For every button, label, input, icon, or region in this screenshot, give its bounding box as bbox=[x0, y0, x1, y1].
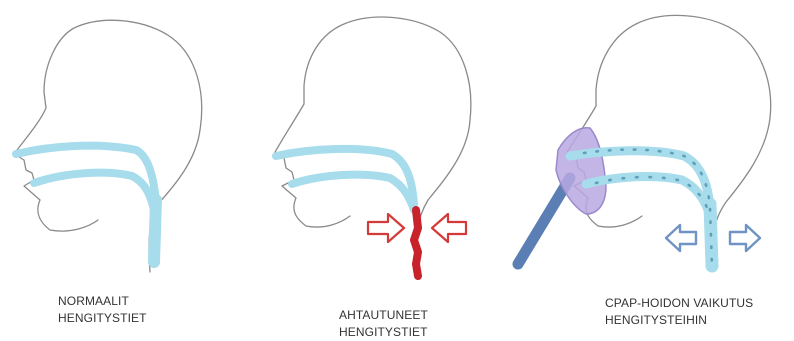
cpap-tube bbox=[518, 178, 570, 264]
airway-throat bbox=[154, 200, 156, 262]
caption-cpap: CPAP-HOIDON VAIKUTUS HENGITYSTEIHIN bbox=[605, 295, 753, 329]
caption-line: HENGITYSTIET bbox=[58, 310, 147, 327]
airway-oral bbox=[292, 175, 414, 210]
caption-line: NORMAALIT bbox=[58, 293, 147, 310]
panel-cpap bbox=[518, 15, 771, 270]
airway-obstruction bbox=[414, 210, 418, 276]
panel-normal bbox=[14, 20, 202, 272]
arrow-left-icon bbox=[432, 214, 466, 242]
caption-line: HENGITYSTEIHIN bbox=[605, 312, 753, 329]
arrow-right-icon bbox=[368, 214, 404, 242]
cpap-mask bbox=[556, 128, 606, 214]
caption-line: CPAP-HOIDON VAIKUTUS bbox=[605, 295, 753, 312]
panel-narrowed bbox=[274, 17, 471, 276]
airway-oral bbox=[34, 173, 156, 218]
caption-line: HENGITYSTIET bbox=[339, 324, 428, 341]
caption-normal: NORMAALIT HENGITYSTIET bbox=[58, 293, 147, 327]
arrow-right-icon bbox=[730, 225, 760, 251]
caption-line: AHTAUTUNEET bbox=[339, 307, 428, 324]
caption-narrowed: AHTAUTUNEET HENGITYSTIET bbox=[339, 307, 428, 341]
arrow-left-icon bbox=[666, 225, 696, 251]
